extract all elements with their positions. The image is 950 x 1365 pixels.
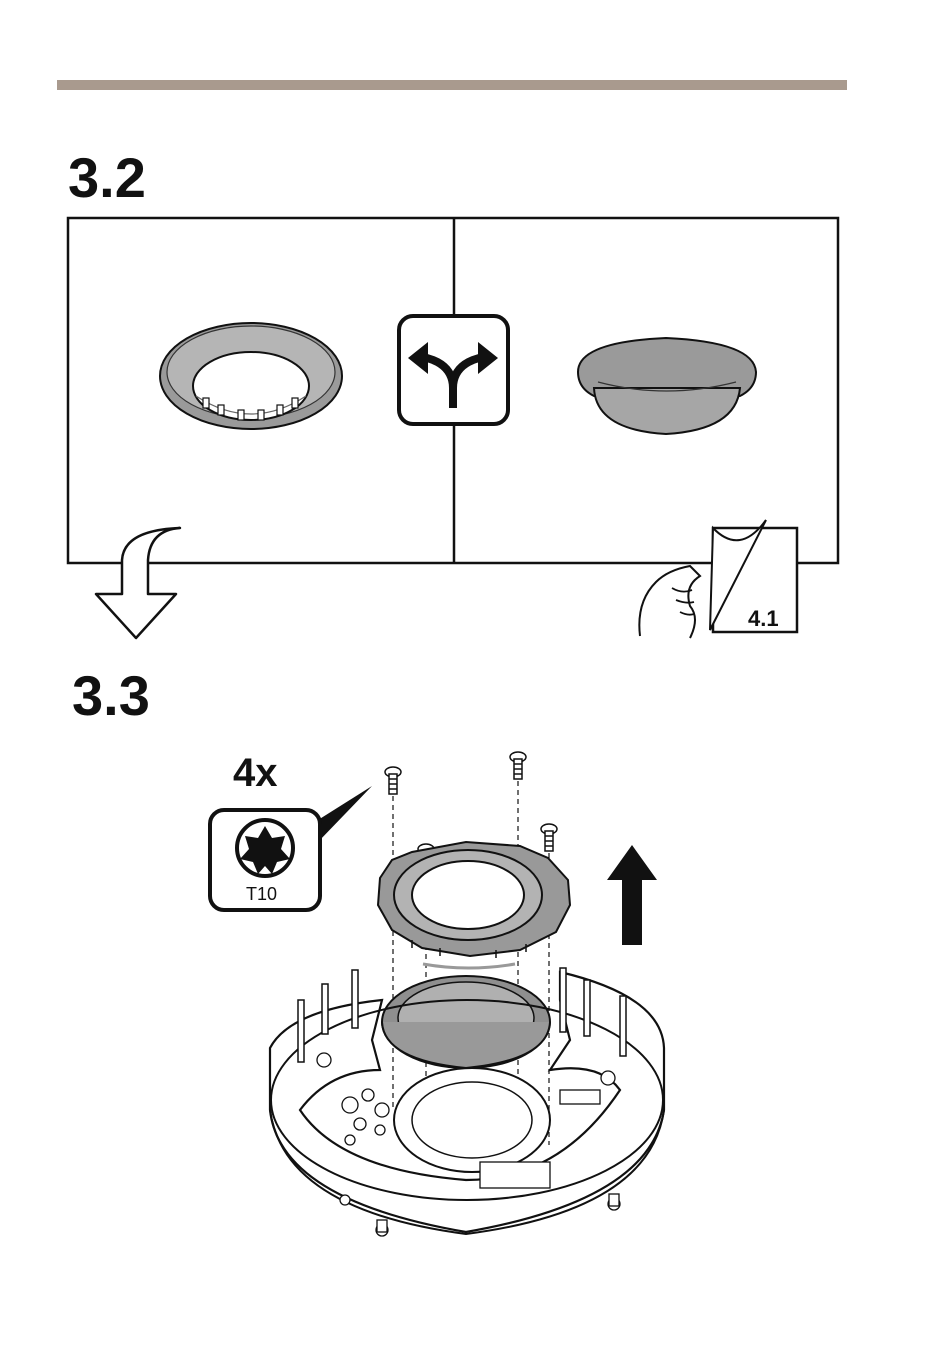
gasket	[382, 964, 550, 1068]
up-arrow-icon	[607, 845, 657, 945]
mounting-ring	[378, 842, 570, 958]
screw-icon	[510, 752, 526, 779]
ring-trim-icon	[160, 323, 342, 429]
screw-icon	[385, 767, 401, 794]
page-reference-label: 4.1	[748, 606, 779, 631]
torx-bit-icon	[237, 820, 293, 876]
dome-cover-icon	[578, 338, 756, 434]
screw-icon	[541, 824, 557, 851]
curved-down-arrow-icon	[96, 528, 180, 638]
tool-size-label: T10	[246, 884, 277, 904]
branching-arrows-icon	[399, 316, 508, 424]
screw-count-label: 4x	[233, 751, 278, 795]
